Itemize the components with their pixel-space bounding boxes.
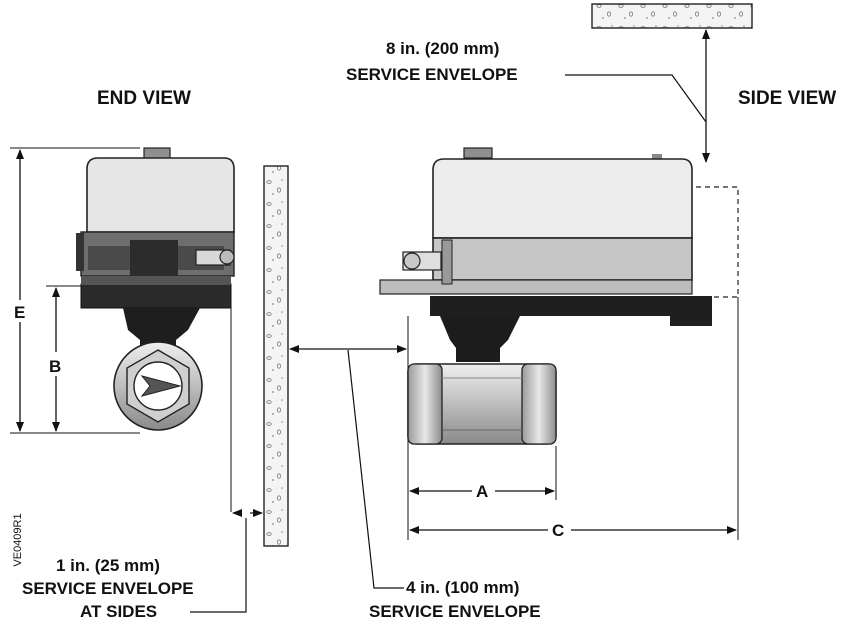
dimension-e: E	[10, 147, 140, 434]
ceiling	[591, 3, 753, 29]
top-envelope-label-line2: SERVICE ENVELOPE	[346, 65, 518, 84]
end-view-title: END VIEW	[97, 88, 191, 109]
dimension-c-label: C	[552, 521, 564, 540]
dimension-b: B	[46, 285, 81, 432]
dimension-a: A	[409, 482, 555, 501]
front-envelope-label-line1: 4 in. (100 mm)	[406, 578, 519, 597]
dimension-a-label: A	[476, 482, 488, 501]
side-view-actuator	[379, 147, 739, 445]
drawing-code: VE0409R1	[12, 513, 24, 566]
side-envelope-label-line3: AT SIDES	[80, 602, 157, 621]
dimension-c: C	[409, 521, 737, 540]
end-view-actuator	[76, 147, 235, 431]
top-envelope-label-line1: 8 in. (200 mm)	[386, 39, 499, 58]
front-envelope-dimension	[289, 345, 407, 589]
side-envelope-label-line1: 1 in. (25 mm)	[56, 556, 160, 575]
side-view-title: SIDE VIEW	[738, 88, 836, 109]
side-envelope-dimension	[190, 509, 263, 613]
dimension-e-label: E	[14, 303, 25, 322]
front-envelope-label-line2: SERVICE ENVELOPE	[369, 602, 541, 621]
side-envelope-label-line2: SERVICE ENVELOPE	[22, 579, 194, 598]
top-envelope-dimension	[565, 29, 710, 163]
wall	[263, 165, 289, 547]
dimension-b-label: B	[49, 357, 61, 376]
